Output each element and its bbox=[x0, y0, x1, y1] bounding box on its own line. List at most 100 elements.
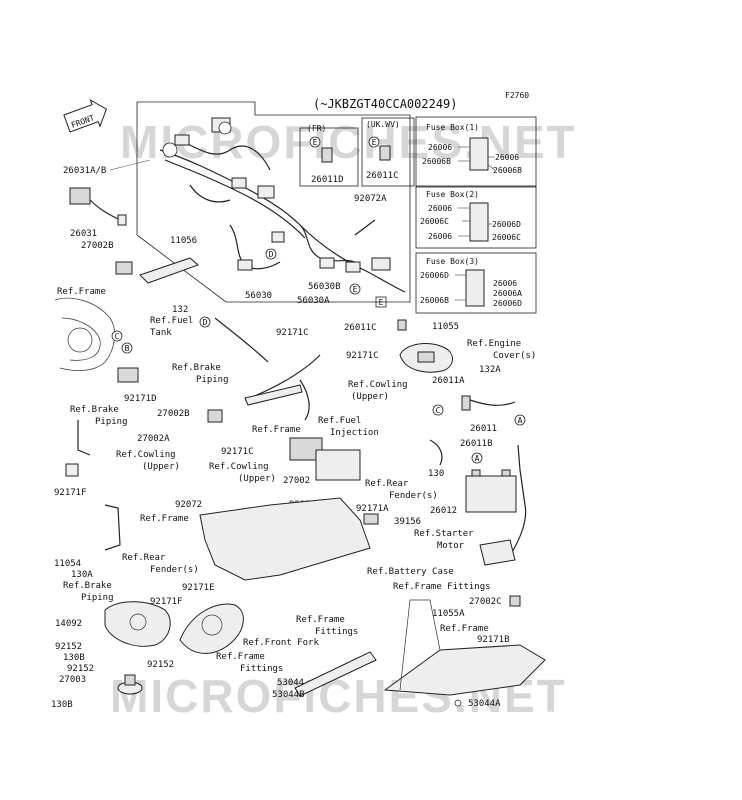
label-26031: 26031 bbox=[70, 229, 97, 239]
fuse-box-1-block bbox=[469, 137, 489, 171]
ref-rear-fender-2b: Fender(s) bbox=[150, 565, 199, 575]
marker-c-left: C bbox=[111, 330, 123, 342]
label-92171B: 92171B bbox=[477, 635, 510, 645]
ref-brake-piping-3a: Ref.Brake bbox=[63, 581, 112, 591]
ref-brake-piping-1b: Piping bbox=[196, 375, 229, 385]
frame-outline-left bbox=[54, 297, 115, 371]
part-cable-26011B bbox=[509, 444, 527, 556]
label-27002A: 27002A bbox=[137, 434, 170, 444]
marker-c-right: C bbox=[432, 404, 444, 416]
fuse-box-3-right-3: 26006D bbox=[493, 299, 522, 308]
label-53044: 53044 bbox=[277, 678, 304, 688]
marker-b-left: B bbox=[121, 342, 133, 354]
label-92171A: 92171A bbox=[356, 504, 389, 514]
svg-text:C: C bbox=[115, 332, 120, 341]
label-26012: 26012 bbox=[430, 506, 457, 516]
svg-text:B: B bbox=[125, 344, 130, 353]
label-27003: 27003 bbox=[59, 675, 86, 685]
label-56030A: 56030A bbox=[297, 296, 330, 306]
svg-text:D: D bbox=[269, 250, 274, 259]
part-cable-130 bbox=[429, 439, 443, 466]
part-26011C bbox=[397, 319, 407, 331]
region-uk-wv-label: (UK.WV) bbox=[366, 120, 400, 129]
svg-text:E: E bbox=[353, 285, 358, 294]
part-53044-strip bbox=[294, 651, 377, 697]
label-132: 132 bbox=[172, 305, 188, 315]
marker-e-fr: E bbox=[309, 136, 321, 148]
part-rear-subframe bbox=[383, 599, 546, 696]
part-11056-bracket bbox=[139, 257, 199, 284]
marker-a-battery: A bbox=[471, 452, 483, 464]
part-rear-fender-assembly bbox=[199, 497, 371, 581]
region-uk-wv-box bbox=[361, 117, 415, 187]
label-27002B-mid: 27002B bbox=[157, 409, 190, 419]
label-11055A: 11055A bbox=[432, 609, 465, 619]
part-53044A-clip bbox=[454, 699, 462, 707]
ref-frame-fittings-2b: Fittings bbox=[240, 664, 283, 674]
label-11056: 11056 bbox=[170, 236, 197, 246]
ref-engine-cover-1: Ref.Engine bbox=[467, 339, 521, 349]
svg-text:A: A bbox=[475, 454, 480, 463]
label-11054: 11054 bbox=[54, 559, 81, 569]
fuse-box-1-title: Fuse Box(1) bbox=[426, 123, 479, 132]
label-130: 130 bbox=[428, 469, 444, 479]
label-26011: 26011 bbox=[470, 424, 497, 434]
fuse-box-3-right-1: 26006 bbox=[493, 279, 517, 288]
label-92171D: 92171D bbox=[124, 394, 157, 404]
label-11055: 11055 bbox=[432, 322, 459, 332]
label-130A: 130A bbox=[71, 570, 93, 580]
part-brake-relay bbox=[117, 367, 139, 383]
part-92072A-band bbox=[354, 219, 376, 236]
part-engine-cover-relay bbox=[399, 343, 453, 373]
watermark-top: MICROFICHES.NET bbox=[120, 116, 577, 168]
diagram-code: F2760 bbox=[505, 91, 529, 100]
ref-frame-fittings-1: Ref.Frame Fittings bbox=[393, 582, 491, 592]
fuse-box-3-frame bbox=[415, 252, 537, 314]
part-cable-132A bbox=[469, 399, 516, 406]
label-92171C-b: 92171C bbox=[346, 351, 379, 361]
fuse-box-1-frame bbox=[415, 116, 537, 188]
fuse-box-3-right-2: 26006A bbox=[493, 289, 522, 298]
label-53044B: 53044B bbox=[272, 690, 305, 700]
ref-brake-piping-2a: Ref.Brake bbox=[70, 405, 119, 415]
part-39156 bbox=[363, 513, 379, 525]
label-92152-c: 92152 bbox=[147, 660, 174, 670]
region-fr-box bbox=[299, 127, 359, 187]
label-92171C-c: 92171C bbox=[221, 447, 254, 457]
part-starter-relay-bracket bbox=[479, 539, 516, 566]
ref-engine-cover-2: Cover(s) bbox=[493, 351, 536, 361]
label-92152-b: 92152 bbox=[67, 664, 94, 674]
fuse-box-2-left-3: 26006 bbox=[428, 232, 452, 241]
part-14092-cover bbox=[104, 601, 171, 647]
ref-fuel-tank-2: Tank bbox=[150, 328, 172, 338]
ref-fuel-tank-1: Ref.Fuel bbox=[150, 316, 193, 326]
part-26011-relay bbox=[461, 395, 471, 411]
ref-rear-fender-1b: Fender(s) bbox=[389, 491, 438, 501]
fuse-box-3-left-1: 26006D bbox=[420, 271, 449, 280]
fuse-box-2-frame bbox=[415, 185, 537, 249]
label-26011B: 26011B bbox=[460, 439, 493, 449]
ref-frame-3: Ref.Frame bbox=[140, 514, 189, 524]
serial-range: (~JKBZGT40CCA002249) bbox=[313, 97, 458, 111]
svg-text:D: D bbox=[203, 318, 208, 327]
label-39156: 39156 bbox=[394, 517, 421, 527]
ref-frame-fittings-2a: Ref.Frame bbox=[216, 652, 265, 662]
label-92171E: 92171E bbox=[182, 583, 215, 593]
ref-starter-motor-2: Motor bbox=[437, 541, 465, 551]
label-26011A: 26011A bbox=[432, 376, 465, 386]
svg-text:A: A bbox=[518, 416, 523, 425]
harness-group-outline bbox=[136, 101, 411, 303]
fuse-box-2-right-1: 26006D bbox=[492, 220, 521, 229]
marker-d-harness: D bbox=[265, 248, 277, 260]
relay-uk bbox=[379, 145, 391, 161]
label-92171F-left: 92171F bbox=[54, 488, 87, 498]
label-26011C-top: 26011C bbox=[366, 171, 399, 181]
label-92152-a: 92152 bbox=[55, 642, 82, 652]
part-27002B-mid bbox=[207, 409, 223, 423]
label-132A: 132A bbox=[479, 365, 501, 375]
label-27002B-top: 27002B bbox=[81, 241, 114, 251]
fuse-box-1-left-1: 26006 bbox=[428, 143, 452, 152]
fuse-box-2-left-1: 26006 bbox=[428, 204, 452, 213]
ref-fuel-injection-2: Injection bbox=[330, 428, 379, 438]
part-27002-ecu bbox=[289, 437, 361, 481]
